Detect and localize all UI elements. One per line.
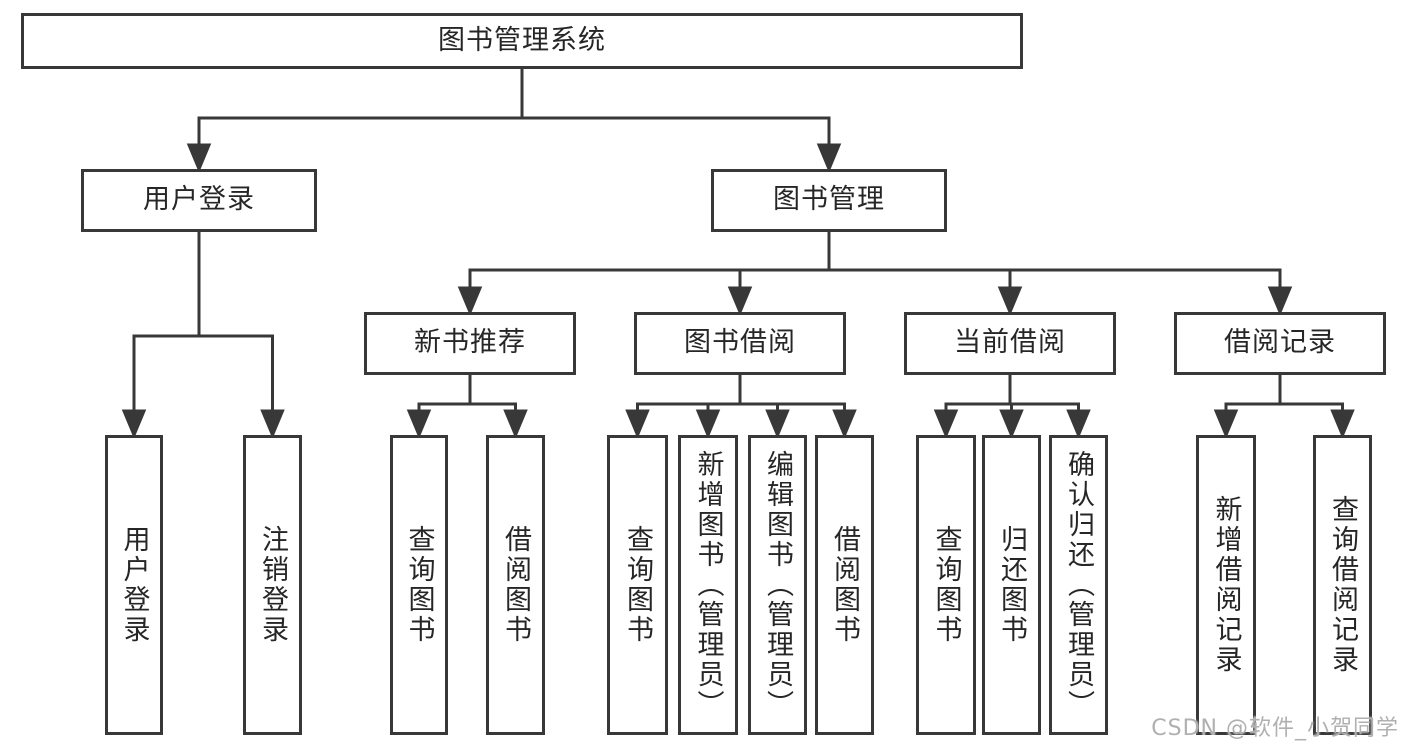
leaf-recommend-query-books: 查询图书 — [390, 435, 448, 735]
node-user-login: 用户登录 — [81, 169, 317, 232]
leaf-borrowing-query-books: 查询图书 — [607, 435, 668, 735]
leaf-logout: 注销登录 — [243, 435, 302, 735]
node-borrowing-records: 借阅记录 — [1174, 312, 1386, 375]
node-book-borrowing: 图书借阅 — [634, 312, 846, 375]
leaf-current-query-books: 查询图书 — [916, 435, 976, 735]
node-new-book-recommend: 新书推荐 — [364, 312, 576, 375]
leaf-current-return-books: 归还图书 — [982, 435, 1041, 735]
leaf-records-query-record: 查询借阅记录 — [1313, 435, 1372, 735]
leaf-user-login: 用户登录 — [105, 435, 163, 735]
leaf-borrowing-borrow-books: 借阅图书 — [815, 435, 874, 735]
leaf-recommend-borrow-books: 借阅图书 — [486, 435, 545, 735]
watermark: CSDN @软件_小贺同学 — [1151, 716, 1399, 741]
leaf-borrowing-add-books: 新增图书（管理员） — [678, 435, 738, 735]
leaf-current-confirm-return: 确认归还（管理员） — [1049, 435, 1108, 735]
node-root: 图书管理系统 — [21, 13, 1023, 69]
node-book-management: 图书管理 — [711, 169, 947, 232]
leaf-borrowing-edit-books: 编辑图书（管理员） — [748, 435, 807, 735]
leaf-records-add-record: 新增借阅记录 — [1196, 435, 1256, 735]
node-current-borrowing: 当前借阅 — [904, 312, 1116, 375]
